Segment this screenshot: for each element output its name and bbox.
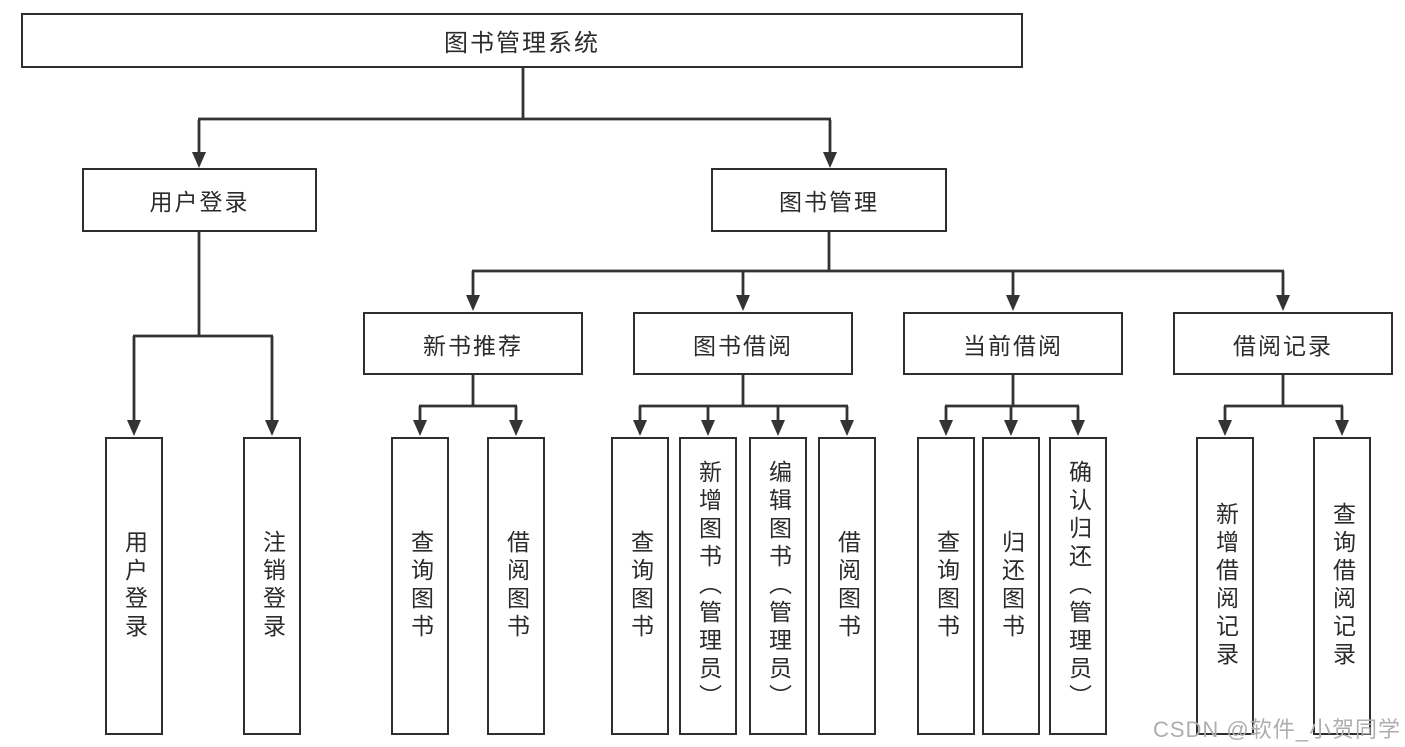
node-return-book-label: 归还图书 xyxy=(998,530,1025,642)
node-user-login-leaf-label: 用户登录 xyxy=(121,530,148,642)
node-book-borrowing-label: 图书借阅 xyxy=(693,332,793,359)
node-edit-book-admin: 编辑图书（管理员） xyxy=(749,437,807,735)
node-add-borrow-record-label: 新增借阅记录 xyxy=(1212,502,1239,670)
node-library-system: 图书管理系统 xyxy=(21,13,1023,68)
node-borrow-book-recommend-label: 借阅图书 xyxy=(503,530,530,642)
node-query-borrow-record-label: 查询借阅记录 xyxy=(1329,502,1356,670)
node-borrow-book-leaf: 借阅图书 xyxy=(818,437,876,735)
node-query-book-recommend: 查询图书 xyxy=(391,437,449,735)
node-library-system-label: 图书管理系统 xyxy=(444,30,600,57)
node-logout-leaf: 注销登录 xyxy=(243,437,301,735)
node-user-login: 用户登录 xyxy=(82,168,317,232)
node-confirm-return-admin: 确认归还（管理员） xyxy=(1049,437,1107,735)
node-add-book-admin: 新增图书（管理员） xyxy=(679,437,737,735)
node-query-book-borrowing: 查询图书 xyxy=(611,437,669,735)
node-borrow-book-recommend: 借阅图书 xyxy=(487,437,545,735)
node-edit-book-admin-label: 编辑图书（管理员） xyxy=(765,460,792,712)
node-borrow-book-leaf-label: 借阅图书 xyxy=(834,530,861,642)
node-query-book-borrowing-label: 查询图书 xyxy=(627,530,654,642)
node-logout-leaf-label: 注销登录 xyxy=(259,530,286,642)
node-query-book-current-label: 查询图书 xyxy=(933,530,960,642)
node-confirm-return-admin-label: 确认归还（管理员） xyxy=(1065,460,1092,712)
node-user-login-label: 用户登录 xyxy=(149,189,250,215)
node-query-borrow-record: 查询借阅记录 xyxy=(1313,437,1371,735)
node-new-book-recommend-label: 新书推荐 xyxy=(423,332,523,359)
node-query-book-current: 查询图书 xyxy=(917,437,975,735)
node-query-book-recommend-label: 查询图书 xyxy=(407,530,434,642)
node-borrowing-records: 借阅记录 xyxy=(1173,312,1393,375)
node-current-borrowing-label: 当前借阅 xyxy=(963,332,1063,359)
node-return-book: 归还图书 xyxy=(982,437,1040,735)
node-book-management: 图书管理 xyxy=(711,168,947,232)
node-current-borrowing: 当前借阅 xyxy=(903,312,1123,375)
node-book-management-label: 图书管理 xyxy=(779,189,879,215)
node-add-book-admin-label: 新增图书（管理员） xyxy=(695,460,722,712)
node-borrowing-records-label: 借阅记录 xyxy=(1233,332,1333,359)
node-new-book-recommend: 新书推荐 xyxy=(363,312,583,375)
node-user-login-leaf: 用户登录 xyxy=(105,437,163,735)
node-book-borrowing: 图书借阅 xyxy=(633,312,853,375)
csdn-watermark: CSDN @软件_小贺同学 xyxy=(1152,717,1401,742)
arrowheads xyxy=(127,152,1349,436)
connector-paths xyxy=(132,68,1344,422)
node-add-borrow-record: 新增借阅记录 xyxy=(1196,437,1254,735)
